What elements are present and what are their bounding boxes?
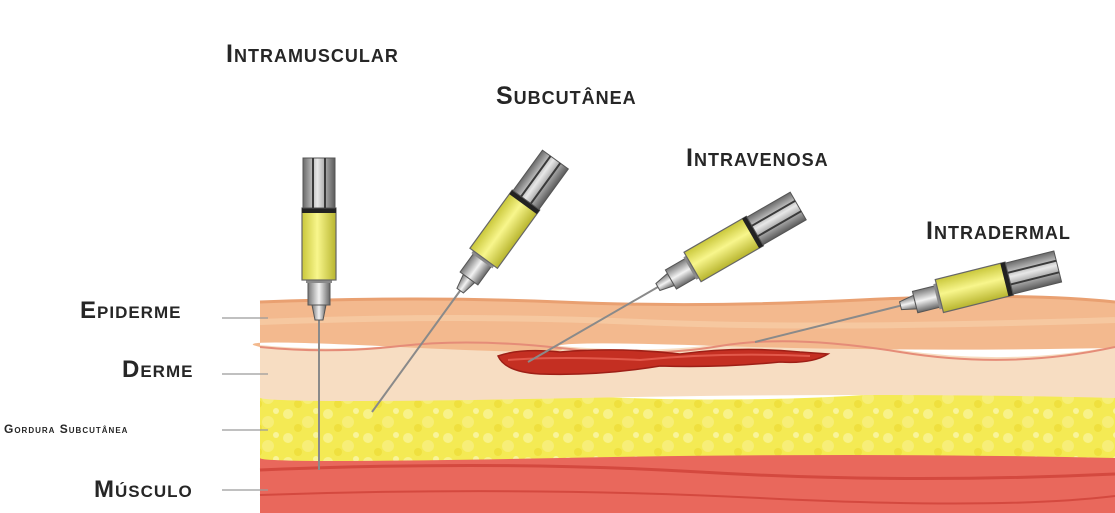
label-intradermal: Intradermal	[926, 217, 1071, 245]
label-derme: Derme	[122, 356, 193, 383]
label-epiderme: Epiderme	[80, 297, 181, 324]
label-gordura-subcutanea: Gordura Subcutânea	[4, 422, 128, 436]
tissue-layers	[253, 296, 1115, 513]
label-musculo: Músculo	[94, 476, 193, 503]
label-subcutanea: Subcutânea	[496, 82, 637, 110]
label-intramuscular: Intramuscular	[226, 40, 399, 68]
layer-labels: Epiderme Derme Gordura Subcutânea Múscul…	[4, 297, 268, 503]
label-intravenosa: Intravenosa	[686, 144, 829, 172]
